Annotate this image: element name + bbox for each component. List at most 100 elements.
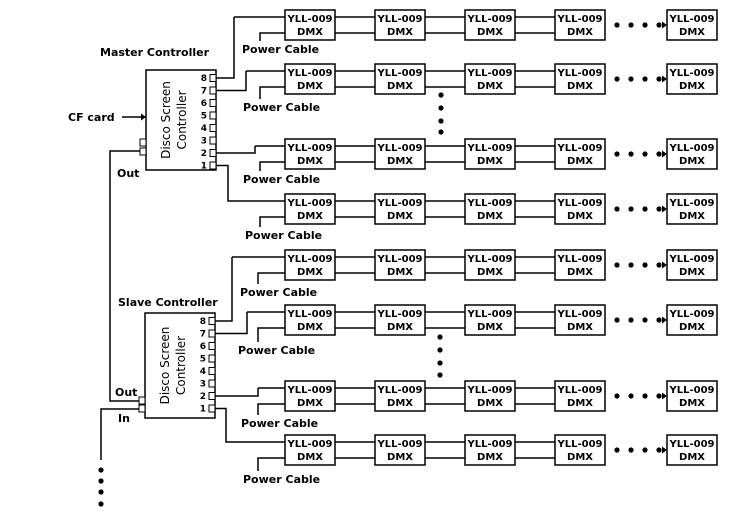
dmx-node-type: DMX [567,27,593,38]
chain-continuation-dot [642,22,648,28]
master-controller-port-number: 4 [201,124,207,134]
dmx-node-box [284,193,336,225]
dmx-node-box [464,434,516,466]
master-controller-port-number: 7 [201,87,207,97]
dmx-node-model: YLL-009 [286,309,332,320]
master-controller-port-number: 2 [201,149,207,159]
chain-continuation-dot [614,393,620,399]
dmx-node-type: DMX [679,267,705,278]
dmx-node-type: DMX [567,452,593,463]
dmx-node-box [374,249,426,281]
slave-out-port [138,404,146,413]
chain-continuation-dot [642,393,648,399]
dmx-node-type: DMX [567,322,593,333]
dmx-node-type: DMX [297,398,323,409]
chain-continuation-dot [614,151,620,157]
dmx-node-type: DMX [679,27,705,38]
dmx-node-box [464,380,516,412]
slave-port7-wire [215,312,248,335]
chain-continuation-dot [614,317,620,323]
chain-continuation-dot [614,206,620,212]
chain-continuation-dot [628,76,634,82]
chain-continuation-dot [642,76,648,82]
dmx-node-model: YLL-009 [556,143,602,154]
dmx-node-model: YLL-009 [286,68,332,79]
slave-controller-port-number: 7 [200,330,206,340]
dmx-node-box [374,434,426,466]
power-cable-label: Power Cable [241,417,318,430]
power-cable-label: Power Cable [238,344,315,357]
chain-continuation-dot [656,262,662,268]
dmx-node-model: YLL-009 [286,14,332,25]
power-cable-label: Power Cable [243,101,320,114]
master-port2-wire [216,146,256,154]
power-cable-label: Power Cable [240,286,317,299]
dmx-node-box [554,304,606,336]
slave-controller-port-number: 5 [200,355,206,365]
continuation-arrowhead [662,205,667,213]
slave-controller-port-number: 4 [200,367,206,377]
slave-port8-wire [215,257,233,322]
master-controller-body-line1: Disco Screen [159,81,173,159]
more-rows-dot [437,334,443,340]
dmx-node-box [554,138,606,170]
dmx-node-box [666,434,718,466]
dmx-node-model: YLL-009 [466,14,512,25]
slave-controller-port [208,367,216,375]
chain-continuation-dot [656,22,662,28]
dmx-node-box [464,249,516,281]
more-controllers-dot [98,478,104,484]
dmx-node-model: YLL-009 [376,385,422,396]
dmx-node-model: YLL-009 [466,254,512,265]
dmx-node-model: YLL-009 [376,254,422,265]
dmx-node-type: DMX [567,211,593,222]
more-rows-dot [438,92,444,98]
dmx-node-box [284,304,336,336]
dmx-node-type: DMX [297,452,323,463]
power-cable-line [259,216,285,227]
chain-continuation-dot [628,393,634,399]
more-rows-dot [437,347,443,353]
slave-controller-port [208,317,216,325]
dmx-node-model: YLL-009 [556,198,602,209]
slave-port2-wire [215,388,259,397]
power-cable-line [257,327,285,342]
dmx-node-model: YLL-009 [556,68,602,79]
slave-controller-port-number: 8 [200,317,206,327]
dmx-node-model: YLL-009 [668,385,714,396]
dmx-node-model: YLL-009 [668,309,714,320]
dmx-node-model: YLL-009 [668,68,714,79]
power-cable-label: Power Cable [242,43,319,56]
dmx-node-box [374,138,426,170]
more-rows-dot [438,129,444,135]
slave-controller-port [208,404,216,413]
chain-continuation-dot [656,206,662,212]
chain-continuation-dot [628,317,634,323]
continuation-arrowhead [662,261,667,269]
slave-onward-link [100,408,139,460]
master-controller-port-number: 5 [201,112,207,122]
master-controller-port-number: 6 [201,99,207,109]
dmx-node-box [374,304,426,336]
dmx-node-box [284,380,336,412]
dmx-node-model: YLL-009 [286,385,332,396]
power-cable-line [257,272,285,284]
dmx-node-box [284,9,336,41]
dmx-node-type: DMX [567,267,593,278]
slave-controller-box [144,312,216,419]
dmx-node-box [666,304,718,336]
power-cable-label: Power Cable [243,473,320,486]
chain-continuation-dot [642,317,648,323]
slave-controller-port-number: 2 [200,392,206,402]
dmx-node-model: YLL-009 [668,14,714,25]
dmx-node-box [374,193,426,225]
slave-controller-port-number: 1 [200,405,206,415]
master-to-slave-link [109,150,140,402]
more-rows-dot [437,360,443,366]
dmx-node-model: YLL-009 [556,309,602,320]
dmx-node-box [374,63,426,95]
chain-continuation-dot [628,447,634,453]
slave-port1-wire [215,407,257,443]
dmx-node-box [464,63,516,95]
